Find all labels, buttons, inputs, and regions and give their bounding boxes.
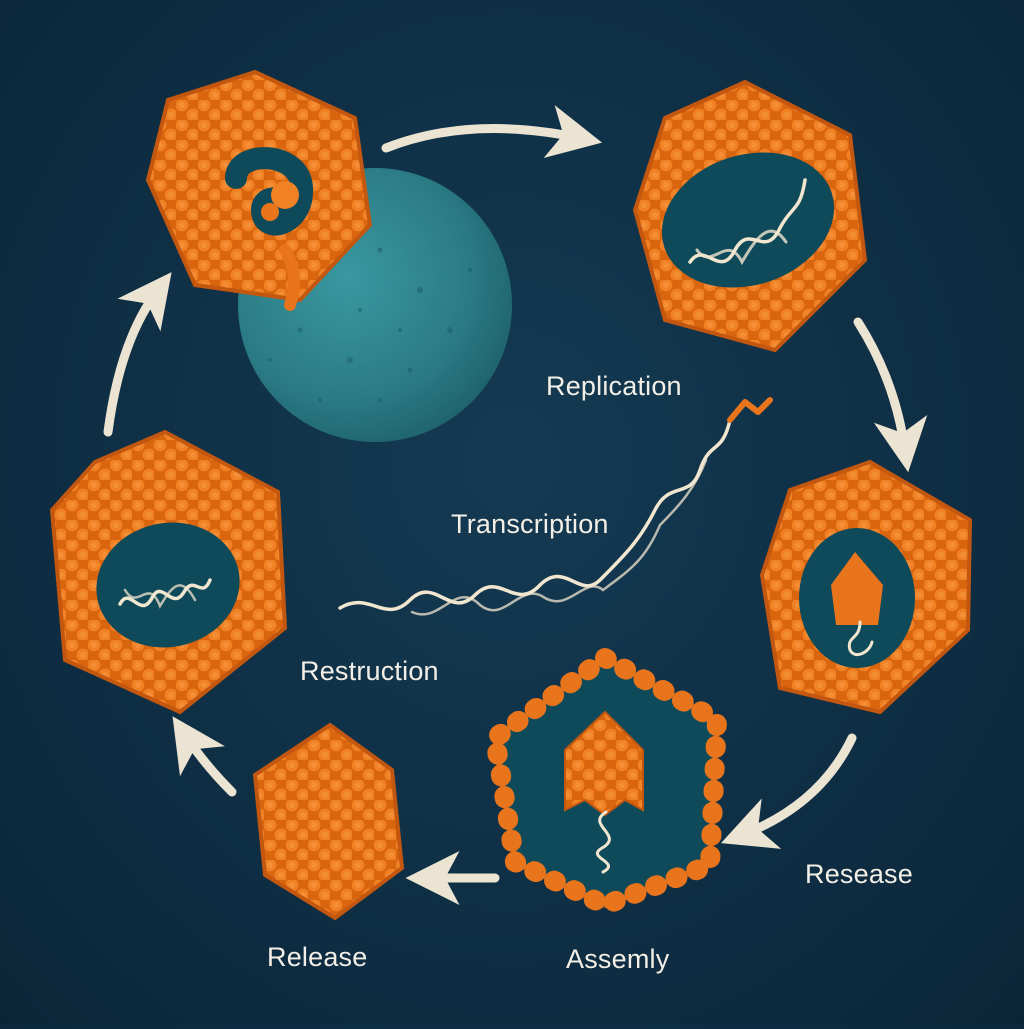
label-restruction: Restruction bbox=[300, 656, 439, 686]
virus-release bbox=[252, 722, 405, 921]
arrow-entry-to-replication bbox=[381, 105, 603, 158]
cycle-arrows bbox=[103, 105, 928, 905]
label-release: Release bbox=[267, 942, 368, 972]
virus-restruction bbox=[49, 429, 288, 715]
arrow-restruction-to-entry bbox=[103, 272, 172, 437]
label-transcription: Transcription bbox=[451, 509, 609, 539]
label-resease: Resease bbox=[805, 859, 913, 889]
virus-resease bbox=[759, 459, 973, 715]
virus-assembly bbox=[485, 648, 727, 915]
nucleic-acid-strand bbox=[338, 397, 773, 616]
label-assemly: Assemly bbox=[566, 944, 670, 974]
arrow-replication-to-resease bbox=[853, 317, 928, 473]
virus-entering-cell bbox=[145, 69, 373, 311]
virus-replication bbox=[632, 79, 868, 353]
label-replication: Replication bbox=[546, 371, 682, 401]
arrow-release-to-restruction bbox=[172, 716, 237, 797]
arrow-resease-to-assembly bbox=[721, 733, 857, 849]
